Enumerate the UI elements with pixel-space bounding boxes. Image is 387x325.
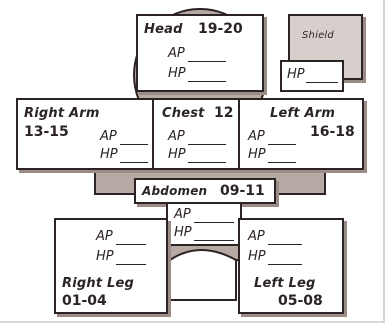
left-leg-label: Left Leg — [254, 276, 316, 291]
abdomen-ap-line — [194, 222, 234, 223]
shield-hp-label: HP — [287, 68, 305, 82]
chest-range: 12 — [214, 105, 233, 121]
right-arm-label: Right Arm — [24, 106, 100, 121]
abdomen-box: Abdomen 09-11 — [134, 178, 276, 204]
chest-hp-line — [188, 162, 226, 163]
right-leg-label: Right Leg — [62, 276, 134, 291]
abdomen-stats-box: AP HP — [166, 202, 242, 246]
left-arm-hp-line — [268, 162, 296, 163]
chest-box: Chest 12 AP HP — [152, 98, 242, 170]
left-leg-range: 05-08 — [278, 293, 323, 309]
left-leg-ap-label: AP — [248, 230, 265, 244]
right-leg-hp-label: HP — [96, 250, 114, 264]
left-leg-box: AP HP Left Leg 05-08 — [238, 218, 344, 314]
abdomen-hp-line — [194, 240, 234, 241]
head-hp-line — [188, 81, 226, 82]
right-arm-ap-line — [120, 144, 148, 145]
right-arm-hp-line — [120, 162, 148, 163]
chest-ap-label: AP — [168, 130, 185, 144]
shield-hp-line — [306, 82, 338, 83]
right-arm-hp-label: HP — [100, 148, 118, 162]
left-leg-hp-label: HP — [248, 250, 266, 264]
right-leg-range: 01-04 — [62, 293, 107, 309]
right-leg-hp-line — [116, 264, 146, 265]
left-arm-range: 16-18 — [310, 124, 355, 140]
right-leg-box: AP HP Right Leg 01-04 — [54, 218, 168, 314]
left-leg-ap-line — [268, 244, 302, 245]
right-arm-range: 13-15 — [24, 124, 69, 140]
left-arm-ap-line — [268, 144, 296, 145]
head-range: 19-20 — [198, 21, 243, 37]
shield-hp-field: HP — [280, 60, 344, 92]
left-arm-ap-label: AP — [248, 130, 265, 144]
shield-box: Shield HP — [288, 14, 363, 80]
head-box: Head 19-20 AP HP — [136, 14, 264, 92]
left-arm-label: Left Arm — [270, 106, 335, 121]
head-label: Head — [144, 22, 183, 37]
abdomen-label: Abdomen — [142, 184, 207, 198]
chest-hp-label: HP — [168, 148, 186, 162]
abdomen-ap-label: AP — [174, 208, 191, 222]
chest-ap-line — [188, 144, 226, 145]
left-arm-hp-label: HP — [248, 148, 266, 162]
shield-label: Shield — [302, 30, 334, 41]
chest-label: Chest — [162, 106, 205, 121]
head-ap-line — [188, 61, 226, 62]
right-arm-box: Right Arm 13-15 AP HP — [16, 98, 154, 170]
abdomen-hp-label: HP — [174, 226, 192, 240]
head-ap-label: AP — [168, 47, 185, 61]
left-arm-box: Left Arm 16-18 AP HP — [238, 98, 364, 170]
abdomen-range: 09-11 — [220, 183, 265, 199]
left-leg-hp-line — [268, 264, 302, 265]
right-leg-ap-line — [116, 244, 146, 245]
head-hp-label: HP — [168, 67, 186, 81]
right-leg-ap-label: AP — [96, 230, 113, 244]
right-arm-ap-label: AP — [100, 130, 117, 144]
